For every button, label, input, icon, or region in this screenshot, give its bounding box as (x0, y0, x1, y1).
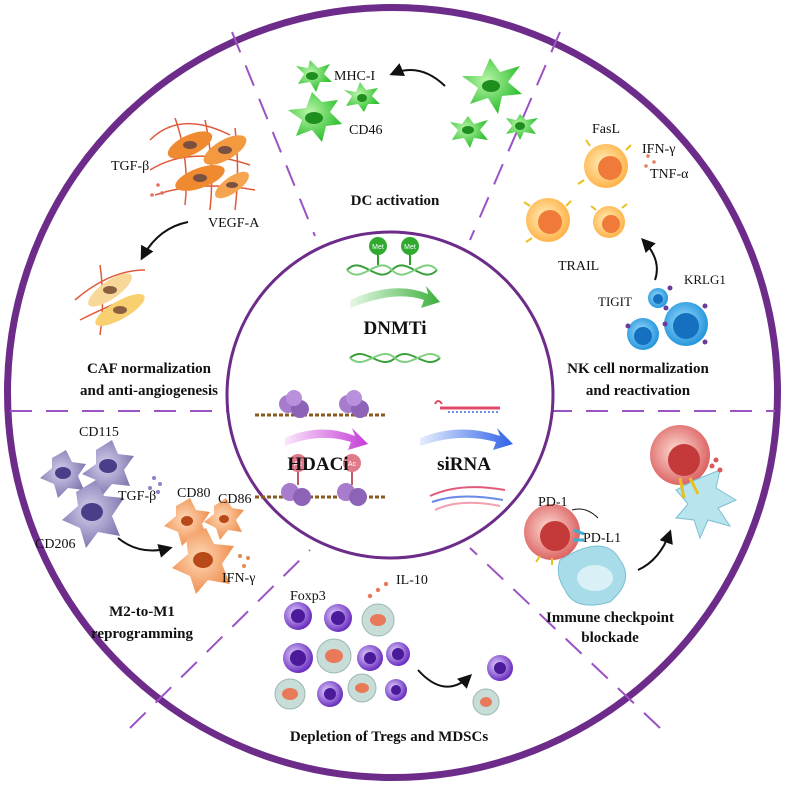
icb-title-line2: blockade (581, 630, 639, 646)
m2-label-cd115: CD115 (79, 425, 119, 440)
treg-mdsc-icon (274, 581, 513, 716)
center-circle (225, 230, 555, 560)
nk-cell-icon (523, 139, 708, 350)
dc-label-mhc: MHC-I (334, 69, 376, 84)
chromatin-icon (255, 390, 385, 506)
m2-title-line2: reprogramming (91, 626, 193, 642)
icb-arrow (637, 529, 673, 571)
dc-title: DC activation (351, 193, 440, 209)
hdaci-arrow-icon (285, 428, 368, 450)
nk-title-line1: NK cell normalization (567, 361, 709, 377)
caf-label-vegf: VEGF-A (208, 216, 260, 231)
caf-label-tgf: TGF-β (111, 159, 149, 174)
nk-label-trail: TRAIL (558, 259, 599, 274)
icb-pd1-line (571, 508, 599, 519)
m2-label-cd80: CD80 (177, 486, 210, 501)
nk-label-tigit: TIGIT (598, 294, 632, 309)
fibroblast-icon (74, 117, 256, 336)
nk-label-tnf: TNF-α (650, 167, 689, 182)
dna-helix-icon (346, 264, 441, 364)
svg-text:Ac: Ac (348, 461, 357, 468)
icb-label-pd1: PD-1 (538, 495, 568, 510)
sirna-label: siRNA (437, 454, 491, 475)
treg-label-foxp3: Foxp3 (290, 589, 326, 604)
nk-title-line2: and reactivation (586, 383, 691, 399)
sirna-arrow-icon (420, 428, 513, 450)
caf-arrow (140, 221, 189, 261)
treg-label-il10: IL-10 (396, 573, 428, 588)
hdaci-label: HDACi (287, 454, 348, 475)
m2-label-tgf: TGF-β (118, 489, 156, 504)
icb-title-line1: Immune checkpoint (546, 610, 674, 626)
met-badge-icon: Met Met (369, 237, 419, 265)
dnmti-arrow-icon (350, 286, 440, 308)
nk-label-krlg1: KRLG1 (684, 272, 726, 287)
nk-label-fasl: FasL (592, 122, 620, 137)
sector-dividers (10, 31, 775, 729)
m2-label-ifn: IFN-γ (222, 571, 255, 586)
m2-arrow (117, 537, 173, 558)
dc-label-cd46: CD46 (349, 123, 382, 138)
outer-ring (4, 4, 781, 781)
treg-arrow (417, 669, 473, 689)
svg-text:Met: Met (404, 244, 416, 251)
svg-text:Ac: Ac (294, 461, 303, 468)
m2-title-line1: M2-to-M1 (109, 604, 175, 620)
t-cell-icon (524, 425, 738, 606)
dnmti-label: DNMTi (364, 318, 427, 339)
m2-label-cd206: CD206 (35, 537, 75, 552)
icb-label-pdl1: PD-L1 (583, 531, 621, 546)
sirna-icon (429, 400, 506, 511)
nk-arrow (641, 237, 658, 281)
nk-label-ifn: IFN-γ (642, 142, 675, 157)
caf-title-line1: CAF normalization (87, 361, 212, 377)
treg-title: Depletion of Tregs and MDSCs (290, 729, 489, 745)
dendritic-cell-icon (288, 58, 538, 148)
m2-label-cd86: CD86 (218, 492, 251, 507)
dc-arrow (389, 63, 446, 87)
ac-badge-icon: Ac Ac (289, 454, 361, 485)
macrophage-icon (40, 440, 250, 594)
caf-title-line2: and anti-angiogenesis (80, 383, 218, 399)
svg-text:Met: Met (372, 244, 384, 251)
